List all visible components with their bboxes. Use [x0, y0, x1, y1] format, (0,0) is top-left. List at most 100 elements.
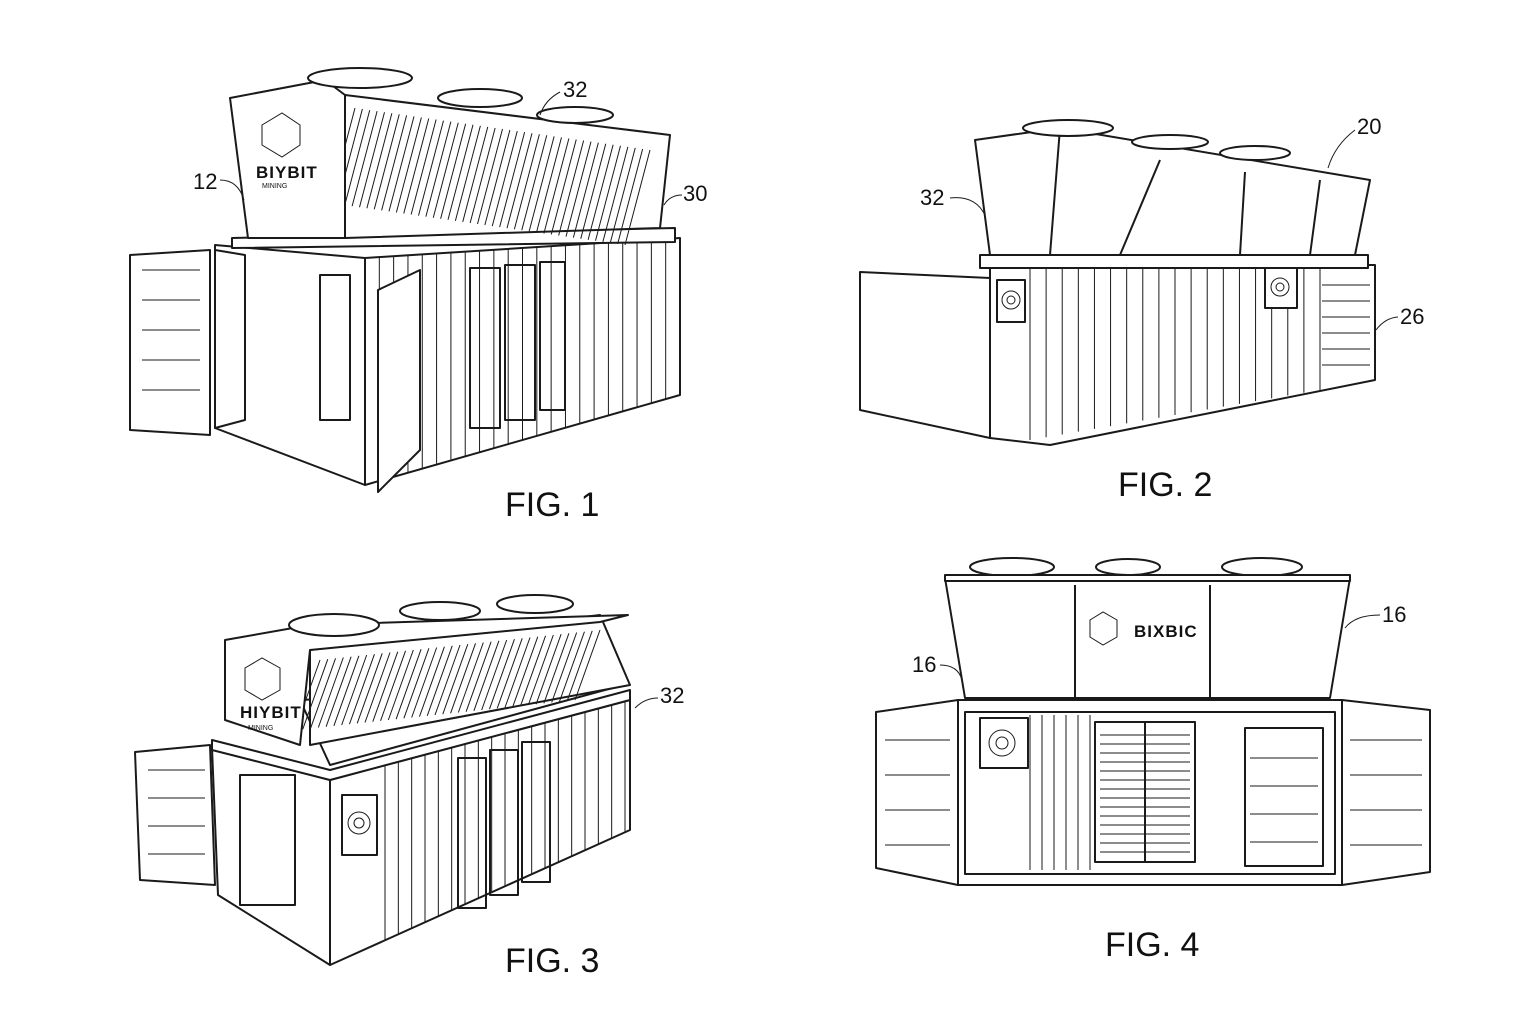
hatch-line	[447, 124, 474, 220]
fan	[288, 613, 380, 637]
ref-label: 16	[1382, 602, 1406, 627]
fan	[1219, 145, 1291, 161]
container-body	[989, 264, 1376, 446]
hatch-line	[527, 634, 554, 706]
hatch-line	[504, 637, 531, 708]
hatch-line	[395, 117, 422, 213]
hatch-line	[491, 130, 518, 227]
fan	[399, 601, 481, 621]
hatch-line	[550, 139, 577, 235]
hatch-line	[462, 126, 489, 223]
shelves	[1350, 739, 1422, 846]
hatch-line	[574, 629, 601, 701]
hatch-line	[387, 649, 414, 721]
side-panel-rack	[1244, 727, 1324, 867]
figure-3: HIYBIT MINING 32 FIG. 3	[134, 594, 684, 980]
hatch-line	[425, 121, 452, 217]
hatch-line	[566, 630, 593, 702]
logo-panel	[229, 79, 346, 239]
hatch-line	[520, 635, 547, 707]
hatch-line	[351, 111, 378, 207]
fan	[437, 88, 523, 108]
hatch-line	[333, 655, 360, 727]
hatch-line	[565, 141, 592, 237]
open-door	[134, 744, 216, 886]
hatch-line	[543, 633, 570, 704]
hatch-line	[473, 640, 500, 712]
open-door-left	[129, 249, 211, 436]
container-end	[211, 747, 331, 966]
hatch-line	[465, 641, 492, 712]
hatch-line	[450, 643, 477, 714]
exhaust-fan-box	[1264, 267, 1298, 309]
hatch-line	[366, 113, 393, 209]
figure-2: 32 20 26 FIG. 2	[859, 114, 1424, 504]
hatch-line	[521, 135, 548, 231]
fan	[1022, 119, 1114, 137]
hatch-line	[359, 112, 385, 208]
hatch-line	[317, 657, 344, 728]
cooling-unit-32: BIYBIT MINING	[229, 67, 676, 249]
rack	[319, 274, 351, 421]
hatch-line	[432, 122, 459, 218]
logo-subtext: MINING	[262, 183, 287, 190]
fan	[1221, 557, 1303, 577]
fan	[1131, 134, 1209, 150]
hatch-line	[426, 645, 453, 717]
server-racks	[457, 741, 551, 909]
fan	[536, 106, 614, 124]
hatch-line	[484, 129, 511, 226]
hatch-line	[364, 652, 391, 723]
exhaust-fan-box	[341, 794, 378, 856]
cooling-unit-16: BIXBIC	[944, 557, 1351, 699]
ref-label: 32	[660, 683, 684, 708]
hatch-line	[609, 147, 636, 244]
figure-caption: FIG. 2	[1118, 466, 1212, 504]
shelves	[142, 269, 200, 391]
coil-hatching	[294, 629, 601, 731]
ref-label: 16	[912, 652, 936, 677]
hatch-line	[302, 658, 329, 730]
logo-text: BIXBIC	[1134, 622, 1198, 641]
hatch-line	[381, 115, 408, 211]
hatch-line	[602, 146, 629, 242]
fan	[1095, 558, 1161, 576]
hatch-line	[372, 651, 399, 722]
hatch-line	[457, 642, 484, 713]
shelves	[885, 739, 950, 846]
hatch-line	[499, 132, 526, 228]
hatch-line	[356, 653, 383, 724]
hatch-line	[403, 118, 430, 214]
hatch-line	[481, 639, 508, 711]
exhaust-fan-box	[996, 279, 1026, 323]
hatch-line	[395, 648, 422, 720]
hatch-line	[411, 647, 438, 718]
logo-text: HIYBIT	[240, 703, 302, 722]
hatch-line	[418, 646, 445, 717]
exhaust-fan-box	[979, 717, 1029, 769]
hatch-line	[341, 654, 368, 726]
ref-label: 20	[1357, 114, 1381, 139]
ref-label: 26	[1400, 304, 1424, 329]
open-door	[859, 271, 991, 439]
container-body	[129, 237, 681, 493]
ref-label: 12	[193, 169, 217, 194]
hatch-line	[617, 148, 644, 245]
logo-text: BIYBIT	[256, 163, 318, 182]
cooling-unit: HIYBIT MINING	[211, 594, 631, 781]
fan	[307, 67, 413, 89]
corrugation-ribs	[364, 238, 681, 485]
corrugation-ribs	[1029, 715, 1091, 870]
hatch-line	[587, 144, 614, 240]
hatch-line	[496, 638, 523, 709]
hatch-line	[488, 638, 515, 710]
shelves	[148, 769, 205, 855]
fan	[969, 557, 1055, 577]
cooling-unit-20	[974, 119, 1371, 269]
hatch-line	[434, 644, 461, 716]
figure-caption: FIG. 3	[505, 942, 599, 980]
hatch-line	[440, 123, 467, 219]
figure-1: BIYBIT MINING 12 32 30 FIG. 1	[129, 67, 707, 524]
hatch-line	[325, 656, 352, 727]
